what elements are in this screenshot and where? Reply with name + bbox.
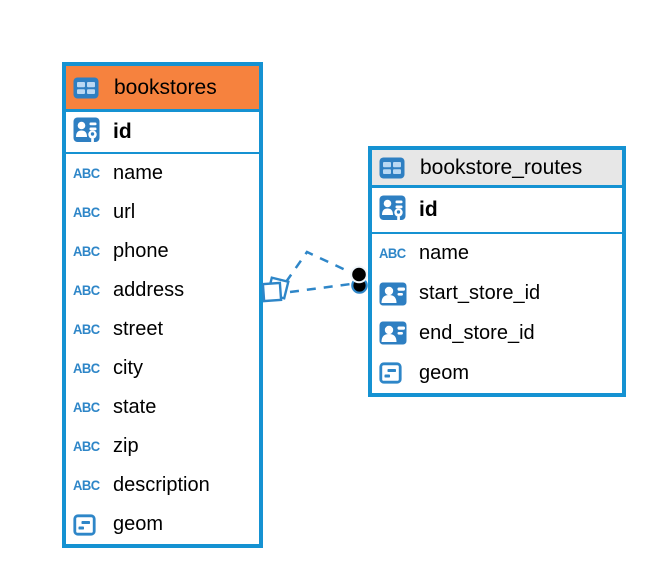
text-type-icon: ABC [73, 165, 100, 182]
column-row-address[interactable]: ABC address [66, 271, 259, 310]
primary-key-icon [73, 117, 105, 147]
column-row-url[interactable]: ABC url [66, 193, 259, 232]
text-type-icon: ABC [73, 204, 100, 221]
foreign-key-icon [379, 321, 411, 345]
column-label: id [419, 198, 438, 221]
column-label: state [113, 396, 157, 418]
column-label: geom [419, 361, 470, 384]
geometry-type-icon [379, 362, 411, 384]
table-bookstore-routes-header[interactable]: bookstore_routes [372, 150, 622, 188]
column-row-id[interactable]: id [66, 112, 259, 154]
column-label: id [113, 120, 132, 143]
column-label: zip [113, 435, 139, 457]
column-row-end-store-id[interactable]: end_store_id [372, 314, 622, 354]
column-label: description [113, 474, 210, 496]
table-icon [73, 77, 105, 99]
relationship-line-upper [284, 250, 353, 283]
column-label: start_store_id [419, 282, 541, 305]
text-type-icon: ABC [73, 243, 100, 260]
column-label: end_store_id [419, 321, 535, 344]
text-type-icon: ABC [73, 321, 100, 338]
column-label: city [113, 357, 143, 379]
table-title: bookstores [114, 75, 217, 99]
text-type-icon: ABC [379, 246, 406, 262]
column-row-city[interactable]: ABC city [66, 349, 259, 388]
dot-end-marker [350, 265, 368, 294]
diamond-end-marker [261, 276, 290, 303]
table-title: bookstore_routes [420, 155, 583, 179]
column-label: name [419, 242, 470, 265]
text-type-icon: ABC [73, 438, 100, 455]
column-row-phone[interactable]: ABC phone [66, 232, 259, 271]
column-row-name[interactable]: ABC name [372, 234, 622, 274]
table-bookstores[interactable]: bookstores id ABC name ABC url ABC phone… [62, 62, 263, 548]
column-label: url [113, 201, 136, 223]
column-row-name[interactable]: ABC name [66, 154, 259, 193]
column-label: geom [113, 513, 164, 535]
foreign-key-icon [379, 282, 411, 306]
column-row-zip[interactable]: ABC zip [66, 427, 259, 466]
column-row-id[interactable]: id [372, 188, 622, 234]
column-row-description[interactable]: ABC description [66, 466, 259, 505]
table-icon [379, 157, 411, 179]
text-type-icon: ABC [73, 282, 100, 299]
text-type-icon: ABC [73, 477, 100, 494]
column-label: street [113, 318, 164, 340]
text-type-icon: ABC [73, 360, 100, 377]
relationship-connector[interactable] [261, 250, 368, 303]
table-bookstores-header[interactable]: bookstores [66, 66, 259, 112]
column-row-start-store-id[interactable]: start_store_id [372, 274, 622, 314]
column-label: phone [113, 240, 169, 262]
relationship-line-lower [289, 282, 352, 294]
primary-key-icon [379, 195, 411, 225]
column-row-geom[interactable]: geom [372, 353, 622, 393]
column-label: address [113, 279, 185, 301]
text-type-icon: ABC [73, 399, 100, 416]
column-row-geom[interactable]: geom [66, 505, 259, 544]
geometry-type-icon [73, 514, 105, 536]
table-bookstore-routes[interactable]: bookstore_routes id ABC name start_store… [368, 146, 626, 397]
column-label: name [113, 162, 164, 184]
column-row-state[interactable]: ABC state [66, 388, 259, 427]
column-row-street[interactable]: ABC street [66, 310, 259, 349]
